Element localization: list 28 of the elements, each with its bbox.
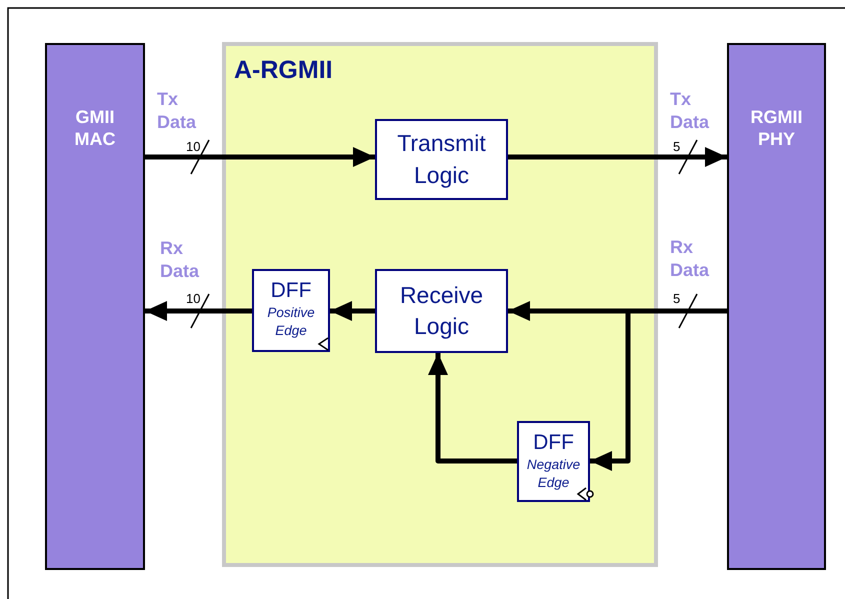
bus-width-label: 10	[186, 292, 200, 305]
transmit-logic-box	[375, 119, 508, 200]
block-title: A-RGMII	[234, 56, 333, 85]
receive-logic-box	[375, 269, 508, 353]
block-label: GMII MAC	[74, 107, 116, 150]
signal-label: Tx Data	[670, 88, 710, 134]
bus-width-label: 5	[673, 140, 680, 153]
signal-label: Tx Data	[157, 88, 198, 134]
signal-label: Rx Data	[670, 236, 710, 282]
rgmii-phy-block	[727, 43, 826, 570]
arrow	[330, 301, 375, 321]
signal-label: Rx Data	[160, 237, 200, 284]
clock-edge-note: Positive Edge	[266, 304, 316, 340]
block-label: RGMII PHY	[750, 107, 804, 150]
arrow	[508, 147, 727, 167]
flip-flop-box	[252, 269, 330, 352]
block-label: Receive Logic	[398, 280, 484, 341]
gmii-mac-block	[45, 43, 145, 570]
bus-width-label: 10	[186, 140, 200, 153]
arrow	[145, 301, 252, 321]
clock-edge-note: Negative Edge	[526, 456, 582, 492]
arrow	[145, 147, 375, 167]
block-label: Transmit Logic	[396, 129, 487, 190]
bus-width-label: 5	[673, 292, 680, 305]
box-title: DFF	[270, 279, 312, 302]
a-rgmii-block	[222, 42, 658, 567]
arrow	[428, 353, 517, 464]
box-title: DFF	[532, 431, 575, 454]
